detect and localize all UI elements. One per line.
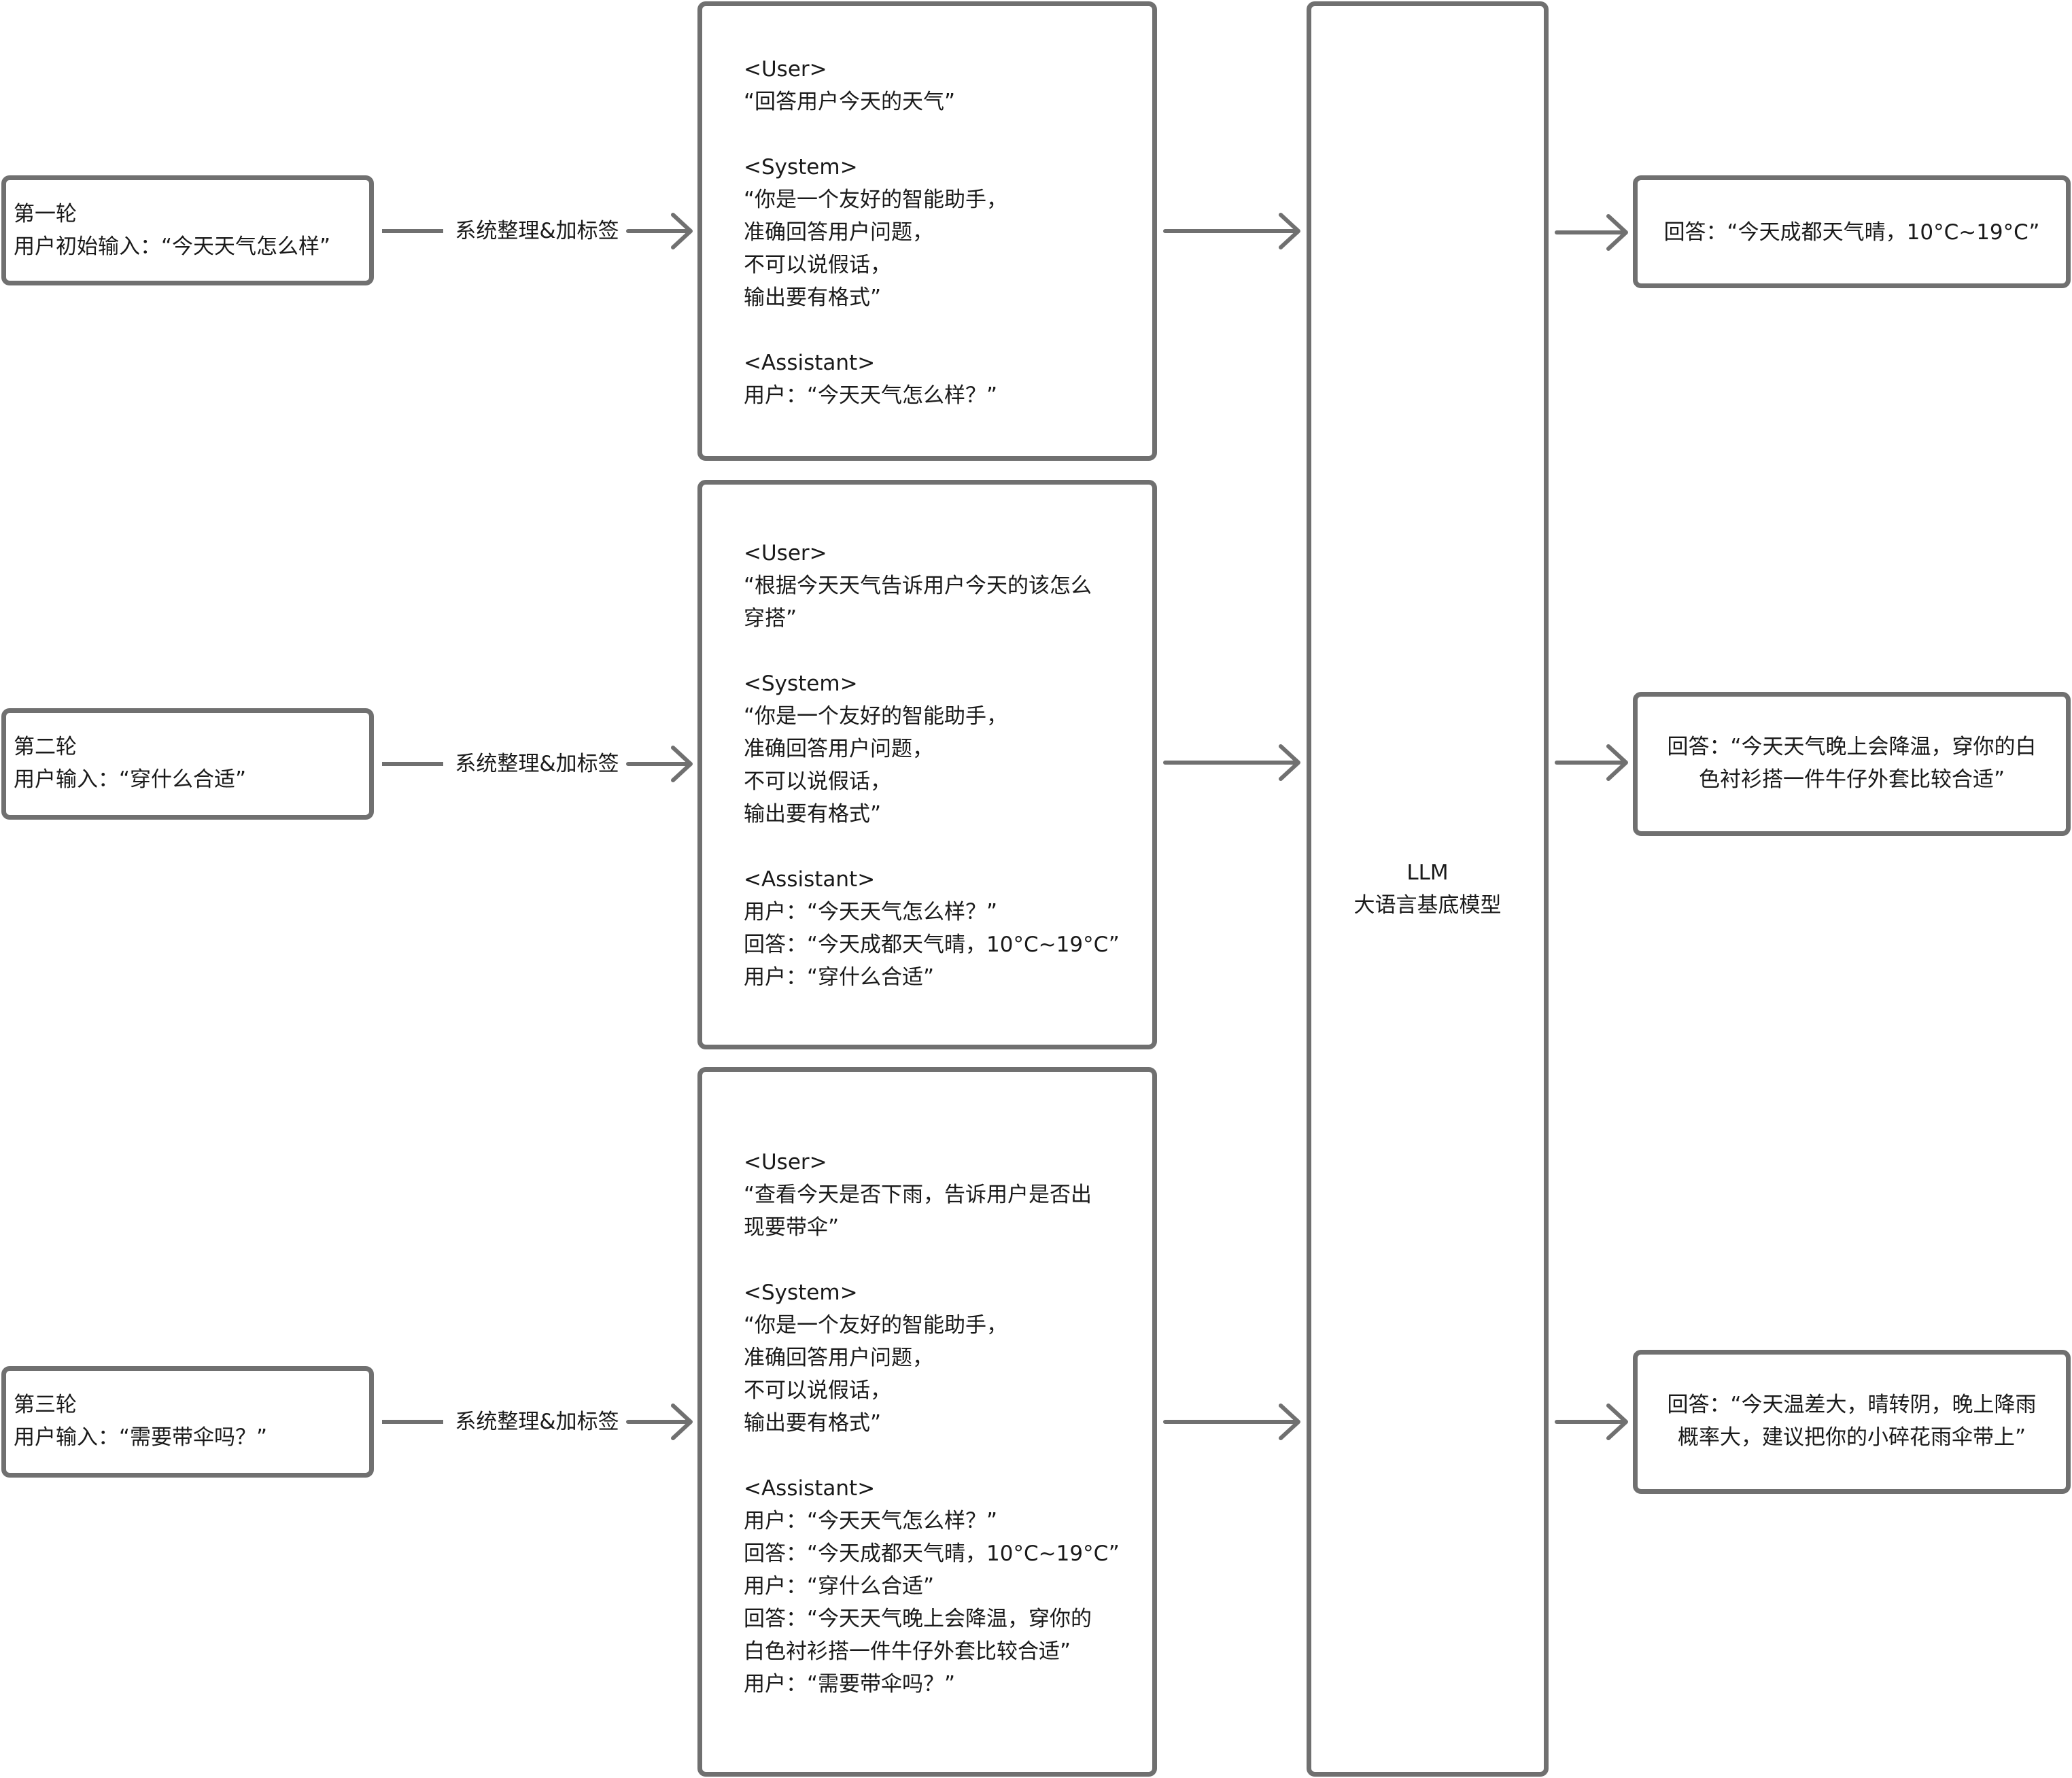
- prompt-assistant-text-2: 用户：“今天天气怎么样？” 回答：“今天成都天气晴，10°C~19°C” 用户：…: [744, 900, 1120, 990]
- edge-line-2: [382, 762, 443, 766]
- prompt-box-2: [697, 480, 1157, 1049]
- arrow-to-prompt-2: [626, 746, 693, 782]
- prompt-user-text-2: “根据今天天气告诉用户今天的该怎么 穿搭”: [744, 574, 1092, 631]
- input-round-label-2: 第二轮: [14, 735, 77, 759]
- arrow-to-answer-1: [1555, 214, 1628, 251]
- llm-box: [1307, 1, 1549, 1777]
- prompt-system-tag-2: <System>: [744, 672, 858, 696]
- prompt-assistant-text-3: 用户：“今天天气怎么样？” 回答：“今天成都天气晴，10°C~19°C” 用户：…: [744, 1509, 1120, 1696]
- answer-box-3: [1633, 1350, 2071, 1494]
- prompt-assistant-tag-1: <Assistant>: [744, 351, 876, 375]
- edge-label-3: 系统整理&加标签: [455, 1410, 619, 1434]
- prompt-user-tag-3: <User>: [744, 1150, 827, 1174]
- input-box-round-1: [1, 175, 374, 285]
- input-text-3: 用户输入：“需要带伞吗？”: [14, 1425, 268, 1450]
- arrow-to-answer-2: [1555, 744, 1628, 781]
- prompt-assistant-tag-3: <Assistant>: [744, 1476, 876, 1501]
- prompt-user-tag-1: <User>: [744, 57, 827, 82]
- prompt-box-1: [697, 1, 1157, 461]
- arrow-to-prompt-1: [626, 213, 693, 249]
- answer-text-3: 回答：“今天温差大，晴转阴，晚上降雨 概率大，建议把你的小碎花雨伞带上”: [1667, 1393, 2037, 1450]
- llm-subtitle: 大语言基底模型: [1353, 893, 1502, 918]
- prompt-assistant-text-1: 用户：“今天天气怎么样？”: [744, 383, 998, 408]
- arrow-to-prompt-3: [626, 1404, 693, 1440]
- prompt-user-text-3: “查看今天是否下雨，告诉用户是否出 现要带伞”: [744, 1183, 1092, 1240]
- arrow-to-llm-3: [1163, 1404, 1300, 1440]
- input-round-label-1: 第一轮: [14, 202, 77, 226]
- arrow-to-llm-1: [1163, 213, 1300, 249]
- answer-box-2: [1633, 692, 2071, 836]
- input-round-label-3: 第三轮: [14, 1393, 77, 1417]
- prompt-box-3: [697, 1067, 1157, 1777]
- input-text-1: 用户初始输入：“今天天气怎么样”: [14, 234, 331, 259]
- input-box-round-2: [1, 708, 374, 820]
- edge-line-1: [382, 229, 443, 233]
- prompt-user-tag-2: <User>: [744, 541, 827, 565]
- llm-title: LLM: [1406, 860, 1449, 885]
- prompt-system-text-1: “你是一个友好的智能助手， 准确回答用户问题， 不可以说假话， 输出要有格式”: [744, 188, 1008, 310]
- arrow-to-llm-2: [1163, 744, 1300, 781]
- answer-box-1: [1633, 175, 2071, 288]
- prompt-assistant-tag-2: <Assistant>: [744, 867, 876, 892]
- input-box-round-3: [1, 1366, 374, 1478]
- edge-line-3: [382, 1420, 443, 1424]
- edge-label-2: 系统整理&加标签: [455, 752, 619, 776]
- prompt-system-tag-3: <System>: [744, 1280, 858, 1305]
- prompt-system-text-2: “你是一个友好的智能助手， 准确回答用户问题， 不可以说假话， 输出要有格式”: [744, 704, 1008, 826]
- prompt-system-tag-1: <System>: [744, 155, 858, 179]
- input-text-2: 用户输入：“穿什么合适”: [14, 767, 247, 792]
- arrow-to-answer-3: [1555, 1404, 1628, 1440]
- prompt-system-text-3: “你是一个友好的智能助手， 准确回答用户问题， 不可以说假话， 输出要有格式”: [744, 1313, 1008, 1435]
- answer-text-1: 回答：“今天成都天气晴，10°C~19°C”: [1663, 220, 2040, 245]
- answer-text-2: 回答：“今天天气晚上会降温，穿你的白 色衬衫搭一件牛仔外套比较合适”: [1667, 735, 2037, 792]
- edge-label-1: 系统整理&加标签: [455, 219, 619, 243]
- prompt-user-text-1: “回答用户今天的天气”: [744, 90, 956, 114]
